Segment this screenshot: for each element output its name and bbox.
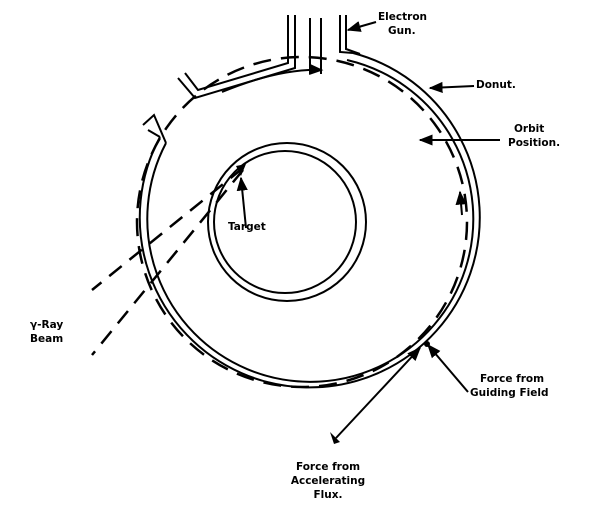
electron-gun-label-line-2: Gun. [388, 25, 416, 37]
donut-leader [428, 81, 475, 94]
donut-inner-wall-outer-line [207, 142, 367, 302]
accelerating-flux-force-arrow [335, 346, 421, 439]
electron-gun-port-right-inner [345, 15, 361, 55]
donut-outer-wall [138, 52, 481, 389]
gamma-ray-beam-line-2 [91, 169, 244, 356]
donut-label: Donut. [476, 79, 516, 91]
gamma-ray-beam-label: γ-Ray Beam [30, 318, 63, 346]
guiding-field-force-arrow [427, 343, 469, 393]
guiding-field-force-label: Force from Guiding Field [470, 372, 548, 400]
accelerating-flux-force-label-line-2: Accelerating [290, 475, 366, 487]
orbit-direction-arrow [455, 190, 467, 216]
guiding-field-force-point [424, 341, 430, 347]
gamma-ray-beam-label-line-1: γ-Ray [30, 319, 64, 331]
guiding-field-force-label-line-1: Force from [480, 373, 545, 385]
guiding-field-force-label-line-2: Guiding Field [470, 387, 549, 399]
electron-gun-port-right [339, 15, 354, 54]
gamma-ray-beam-label-line-2: Beam [30, 333, 64, 345]
accelerating-flux-force-label-line-1: Force from [295, 461, 361, 473]
injection-arrow [221, 63, 324, 93]
orbit-position-label-line-2: Position. [508, 137, 561, 149]
exit-port [142, 113, 167, 144]
orbit-position-label: Orbit Position. [508, 122, 560, 150]
exit-port-inner [147, 129, 161, 138]
donut-inner-wall [213, 150, 357, 294]
target-pointer [236, 176, 248, 229]
accelerating-flux-force-label: Force from Accelerating Flux. [268, 460, 388, 502]
gamma-ray-beam-line-1 [91, 167, 244, 291]
accelerating-flux-force-tail [330, 432, 340, 444]
electron-gun-label-line-1: Electron [378, 11, 428, 23]
electron-gun-port-inner [184, 15, 289, 92]
orbit-position-label-line-1: Orbit [514, 123, 545, 135]
electron-gun-label: Electron Gun. [378, 10, 427, 38]
orbit-path [135, 55, 469, 389]
electron-gun-leader [346, 21, 377, 32]
target-label: Target [228, 221, 266, 233]
accelerating-flux-force-label-line-3: Flux. [313, 489, 343, 501]
donut-outer-wall-inner-line [146, 59, 475, 383]
